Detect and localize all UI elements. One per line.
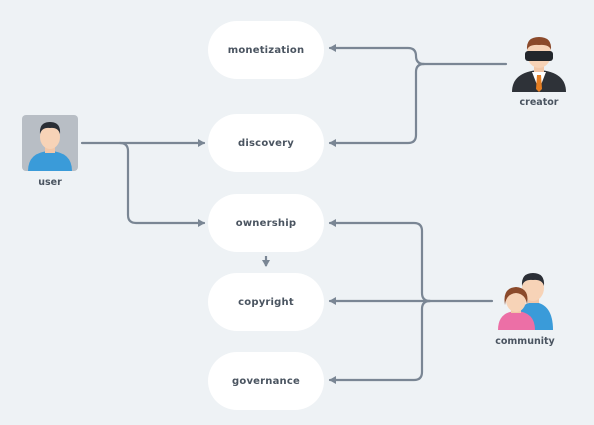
node-monetization-label: monetization <box>227 44 305 56</box>
user-avatar-icon <box>22 115 78 171</box>
connector-community-governance <box>328 299 432 384</box>
node-discovery-label: discovery <box>238 137 294 149</box>
creator-connectors <box>328 44 508 147</box>
community-connectors <box>328 219 494 384</box>
actor-user-label: user <box>38 177 62 188</box>
connector-user-ownership <box>118 141 206 227</box>
node-ownership-label: ownership <box>235 217 297 229</box>
node-monetization: monetization <box>208 21 324 79</box>
creator-vr-headset-icon <box>512 37 566 92</box>
node-governance-label: governance <box>232 375 300 387</box>
user-connectors <box>80 139 206 227</box>
connector-community-ownership <box>328 219 432 303</box>
node-discovery: discovery <box>208 114 324 172</box>
node-copyright-label: copyright <box>238 296 294 308</box>
node-governance: governance <box>208 352 324 410</box>
node-ownership: ownership <box>208 194 324 252</box>
actor-community-label: community <box>495 336 555 347</box>
connector-creator-monetization <box>328 44 426 66</box>
community-group-icon <box>498 273 553 330</box>
node-copyright: copyright <box>208 273 324 331</box>
actor-creator-label: creator <box>519 97 559 108</box>
connector-creator-discovery <box>328 62 426 147</box>
